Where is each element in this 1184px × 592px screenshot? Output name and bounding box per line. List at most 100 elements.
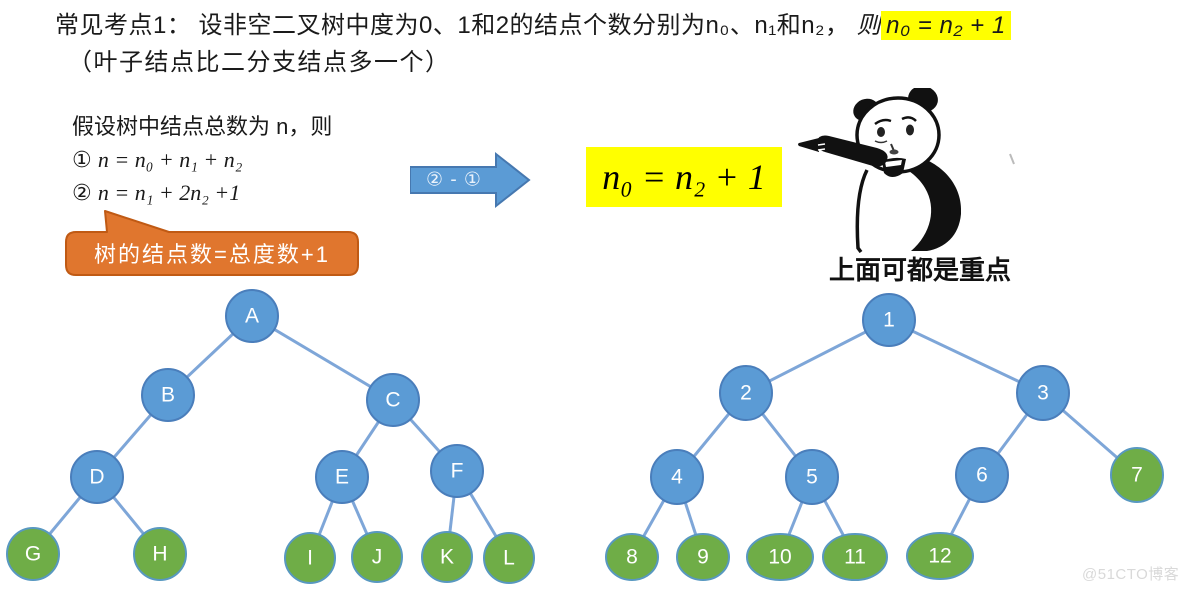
tree-node-label: 12: [928, 545, 951, 568]
tree-node-circle: [955, 447, 1009, 503]
derivation-eq2: ② n = n₁ + 2n₂ +1: [72, 176, 332, 209]
tree-node-12: 12: [906, 532, 974, 580]
tree-node-circle: [430, 444, 484, 498]
title-line2: （叶子结点比二分支结点多一个）: [68, 49, 451, 76]
tree-node-label: F: [451, 460, 464, 483]
callout-bubble-path: [65, 210, 359, 276]
right-arrow-icon: [410, 151, 531, 209]
tree-node-circle: [676, 533, 730, 581]
tree-node-circle: [483, 532, 535, 584]
tree-node-circle: [315, 450, 369, 504]
title-highlight-formula: n₀ = n₂ + 1: [881, 11, 1011, 40]
eq2-number: ②: [72, 180, 92, 205]
title-line1-text: 常见考点1： 设非空二叉树中度为0、1和2的结点个数分别为n₀、n₁和n₂，: [55, 12, 857, 39]
tree-node-label: 4: [671, 466, 683, 489]
result-formula: n₀ = n₂ + 1: [586, 147, 782, 207]
tree-node-label: K: [440, 546, 454, 569]
eq2-formula: n = n₁ + 2n₂ +1: [97, 180, 241, 205]
tree-node-label: B: [161, 384, 175, 407]
tree-node-L: L: [483, 532, 535, 584]
tree-node-7: 7: [1110, 447, 1164, 503]
tree-node-label: E: [335, 466, 349, 489]
tree-node-H: H: [133, 527, 187, 581]
panda-body: [891, 153, 962, 251]
tree-node-11: 11: [822, 533, 888, 581]
title-line1-then: 则: [856, 12, 882, 39]
tree-node-label: I: [307, 547, 313, 570]
tree-node-circle: [1016, 365, 1070, 421]
tree-node-circle: [351, 531, 403, 583]
tree-node-label: A: [245, 305, 259, 328]
tree-node-B: B: [141, 368, 195, 422]
tree-node-circle: [133, 527, 187, 581]
tree-node-C: C: [366, 373, 420, 427]
tree-node-3: 3: [1016, 365, 1070, 421]
tree-node-label: 9: [697, 546, 709, 569]
tree-node-circle: [746, 533, 814, 581]
eq1-formula: n = n₀ + n₁ + n₂: [97, 147, 243, 172]
tree-node-label: H: [152, 543, 167, 566]
panda-meme-icon: [798, 88, 1015, 253]
tree-node-circle: [822, 533, 888, 581]
panda-finger: [798, 138, 819, 152]
tree-node-K: K: [421, 531, 473, 583]
tree-node-circle: [650, 449, 704, 505]
tree-node-8: 8: [605, 533, 659, 581]
title-line1: 常见考点1： 设非空二叉树中度为0、1和2的结点个数分别为n₀、n₁和n₂， 则…: [55, 5, 1011, 40]
tree-node-label: J: [372, 546, 383, 569]
tree-node-label: 11: [844, 546, 866, 569]
tree-node-label: 1: [883, 309, 895, 332]
tree-node-circle: [141, 368, 195, 422]
tree-node-label: 6: [976, 464, 988, 487]
tree-node-D: D: [70, 450, 124, 504]
tree-node-label: 8: [626, 546, 638, 569]
stray-mark: [1009, 153, 1015, 165]
left-tree: A B C D E F G H I J K L: [6, 289, 535, 584]
panda-arm: [816, 135, 888, 167]
tree-node-label: L: [503, 547, 515, 570]
tree-node-circle: [785, 449, 839, 505]
meme-caption: 上面可都是重点: [828, 255, 1011, 285]
eq1-number: ①: [72, 147, 92, 172]
tree-node-5: 5: [785, 449, 839, 505]
tree-node-circle: [70, 450, 124, 504]
tree-node-2: 2: [719, 365, 773, 421]
derivation-block: 假设树中结点总数为 n，则 ① n = n₀ + n₁ + n₂ ② n = n…: [72, 110, 332, 209]
tree-node-G: G: [6, 527, 60, 581]
tree-node-label: 2: [740, 382, 752, 405]
tree-node-circle: [366, 373, 420, 427]
panda-brow-right: [901, 116, 917, 122]
tree-node-6: 6: [955, 447, 1009, 503]
callout-bubble-shape: [65, 210, 359, 276]
tree-node-label: D: [89, 466, 104, 489]
tree-node-circle: [284, 532, 336, 584]
tree-node-circle: [421, 531, 473, 583]
tree-node-circle: [906, 532, 974, 580]
panda-eyebag-left: [874, 140, 888, 144]
tree-node-1: 1: [862, 293, 916, 347]
arrow-label: ② - ①: [426, 170, 482, 191]
panda-brow-left: [874, 118, 892, 126]
panda-fist-lines: [817, 143, 826, 151]
tree-node-circle: [225, 289, 279, 343]
tree-node-circle: [605, 533, 659, 581]
arrow-shape: ② - ①: [410, 151, 531, 209]
panda-eye-right: [906, 124, 914, 136]
tree-node-circle: [719, 365, 773, 421]
tree-node-4: 4: [650, 449, 704, 505]
tree-edge-A-C: [251, 314, 394, 402]
tree-node-label: 3: [1037, 382, 1049, 405]
panda-teeth: [885, 160, 902, 167]
tree-node-I: I: [284, 532, 336, 584]
tree-edge-1-3: [888, 318, 1044, 395]
panda-eye-left: [877, 127, 885, 137]
tree-node-label: C: [385, 389, 400, 412]
tree-node-10: 10: [746, 533, 814, 581]
panda-nose: [889, 149, 899, 155]
tree-node-circle: [6, 527, 60, 581]
callout-text: 树的结点数=总度数+1: [94, 242, 330, 267]
tree-node-circle: [1110, 447, 1164, 503]
tree-node-label: 5: [806, 466, 818, 489]
